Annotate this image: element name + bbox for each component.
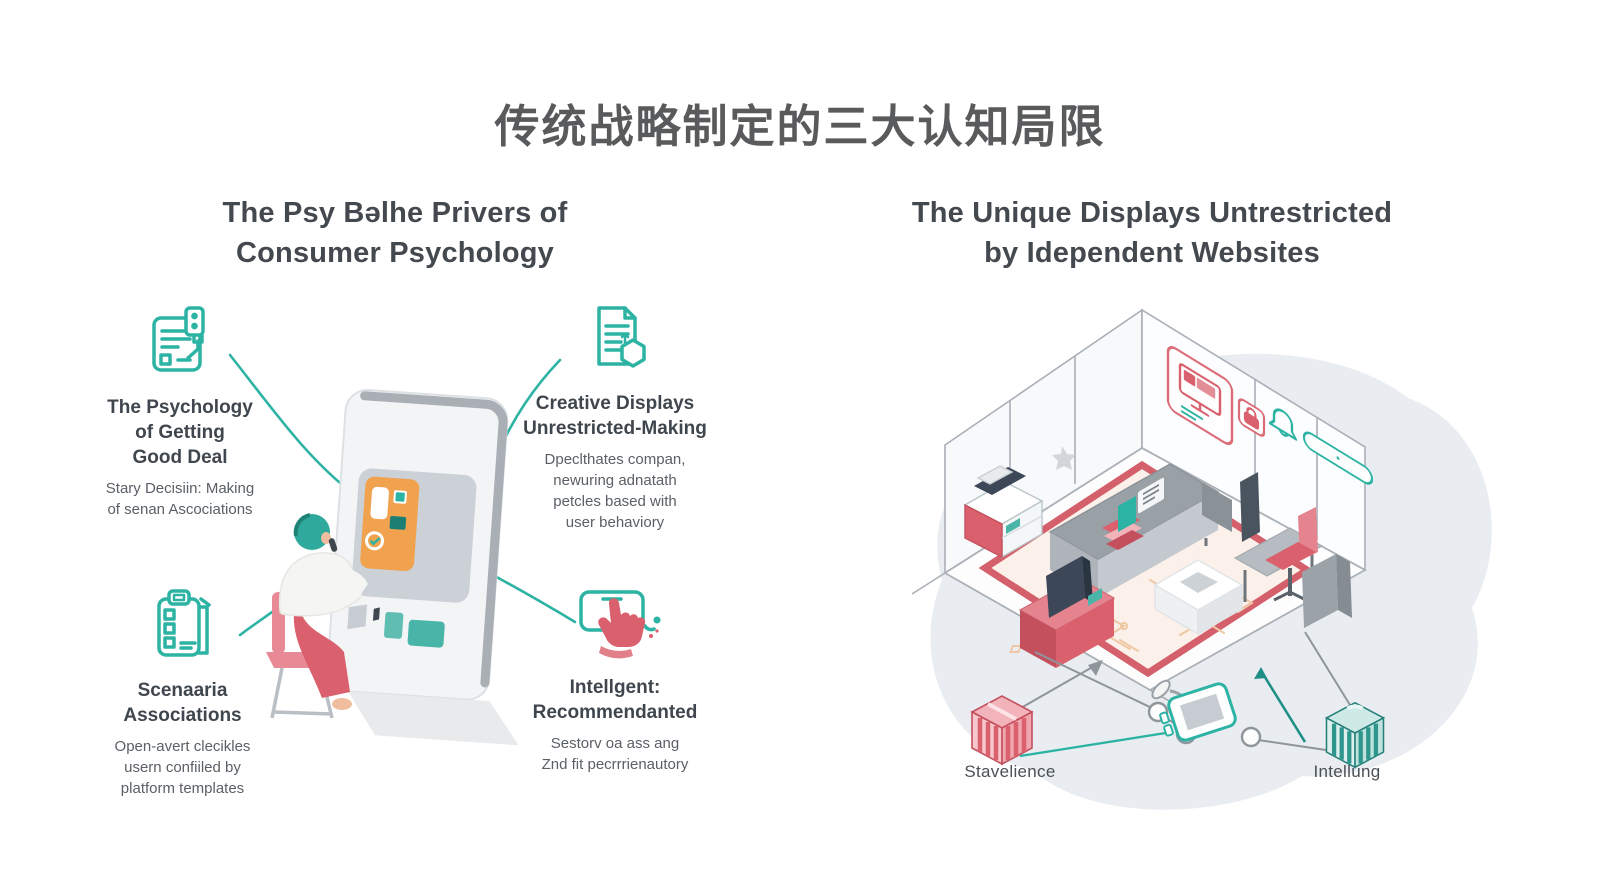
tv-screen xyxy=(1046,556,1085,618)
document-hexagon-icon xyxy=(597,306,646,368)
lock-frame-art xyxy=(1237,398,1266,437)
node-title: Scenaaria Associations xyxy=(123,680,242,727)
page-title: 传统战略制定的三大认知局限 xyxy=(494,101,1106,152)
node-creative-displays: Creative Displays Unrestricted-Making Dp… xyxy=(495,296,735,533)
cabinet xyxy=(963,465,1044,559)
intellung-icon xyxy=(1324,701,1386,769)
clipboard-checklist-icon xyxy=(156,589,211,657)
label-stavelience: Stavelience xyxy=(964,762,1056,781)
node-subtitle: Sestorv oa ass ang Znd fit pecrrrienauto… xyxy=(541,735,689,774)
camera-device-icon xyxy=(1151,679,1237,742)
node-subtitle: Open-avert clecikles usern confiiled by … xyxy=(114,738,251,798)
node-title: Creative Displays Unrestricted-Making xyxy=(523,393,707,440)
node-title: The Psychology of Getting Good Deal xyxy=(107,397,253,469)
books-on-sofa xyxy=(1102,496,1144,550)
receipt-tag-icon xyxy=(152,306,205,372)
node-subtitle: Dpeclthates compan, newuring adnatath pe… xyxy=(544,451,686,532)
left-panel-heading: The Psy Bəlhe Privers of Consumer Psycho… xyxy=(222,197,568,270)
consumer-kiosk-illustration xyxy=(266,389,519,746)
sofa-label xyxy=(1138,477,1164,514)
right-panel-heading: The Unique Displays Untrestricted by Ide… xyxy=(911,197,1393,270)
giant-phone xyxy=(326,389,519,746)
person-illustration xyxy=(266,513,368,719)
desk-setup xyxy=(1233,472,1352,628)
node-scenaaria-associations: Scenaaria Associations Open-avert clecik… xyxy=(65,583,300,799)
touchscreen-hand-icon xyxy=(579,590,661,659)
node-intelligent-recommend: Intellgent: Recommendanted Sestorv oa as… xyxy=(495,576,735,775)
node-title: Intellgent: Recommendanted xyxy=(532,677,698,724)
search-bar-art xyxy=(1302,431,1374,485)
bell-icon xyxy=(1268,408,1298,441)
connection-diagram xyxy=(970,631,1386,769)
monitor-frame-art xyxy=(1166,346,1234,446)
person-head xyxy=(294,514,330,550)
label-intellung: Intellung xyxy=(1313,762,1381,781)
stavelience-icon xyxy=(970,695,1034,766)
node-psychology-good-deal: The Psychology of Getting Good Deal Star… xyxy=(60,300,300,520)
node-subtitle: Stary Decisiin: Making of senan Ascociat… xyxy=(105,480,255,519)
coffee-table xyxy=(1153,559,1244,636)
isometric-room-illustration xyxy=(911,308,1492,810)
wall-decor xyxy=(1166,346,1374,485)
hand-shape xyxy=(598,598,646,659)
tv-stand xyxy=(1018,556,1116,668)
